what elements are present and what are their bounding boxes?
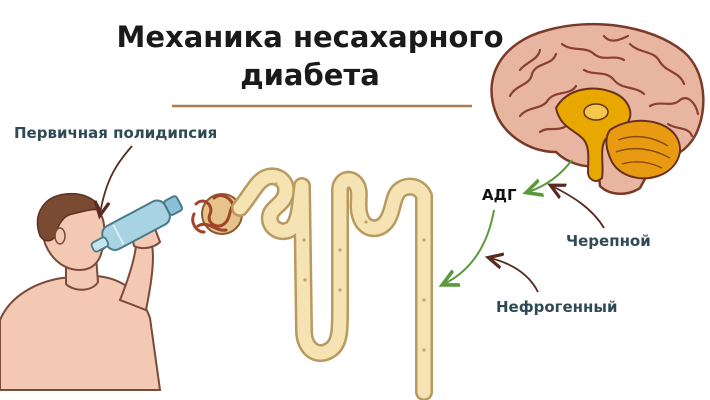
label-cranial: Черепной — [566, 232, 651, 250]
nephrogenic-arrow — [490, 258, 539, 293]
label-primary-polydipsia: Первичная полидипсия — [14, 124, 218, 142]
adh-to-kidney-arrow — [444, 209, 495, 284]
cranial-arrow — [552, 186, 605, 229]
person-drinking-icon — [0, 192, 184, 391]
brain-icon — [490, 22, 705, 195]
label-nephrogenic: Нефрогенный — [496, 298, 618, 316]
nephron-icon — [191, 167, 433, 400]
label-adh: АДГ — [482, 186, 517, 204]
polydipsia-arrow — [100, 145, 133, 214]
brain-to-adh-arrow — [528, 159, 573, 192]
title-line-2: диабета — [240, 58, 380, 92]
title-line-1: Механика несахарного — [116, 20, 504, 54]
diagram-title: Механика несахарного диабета — [100, 18, 520, 94]
